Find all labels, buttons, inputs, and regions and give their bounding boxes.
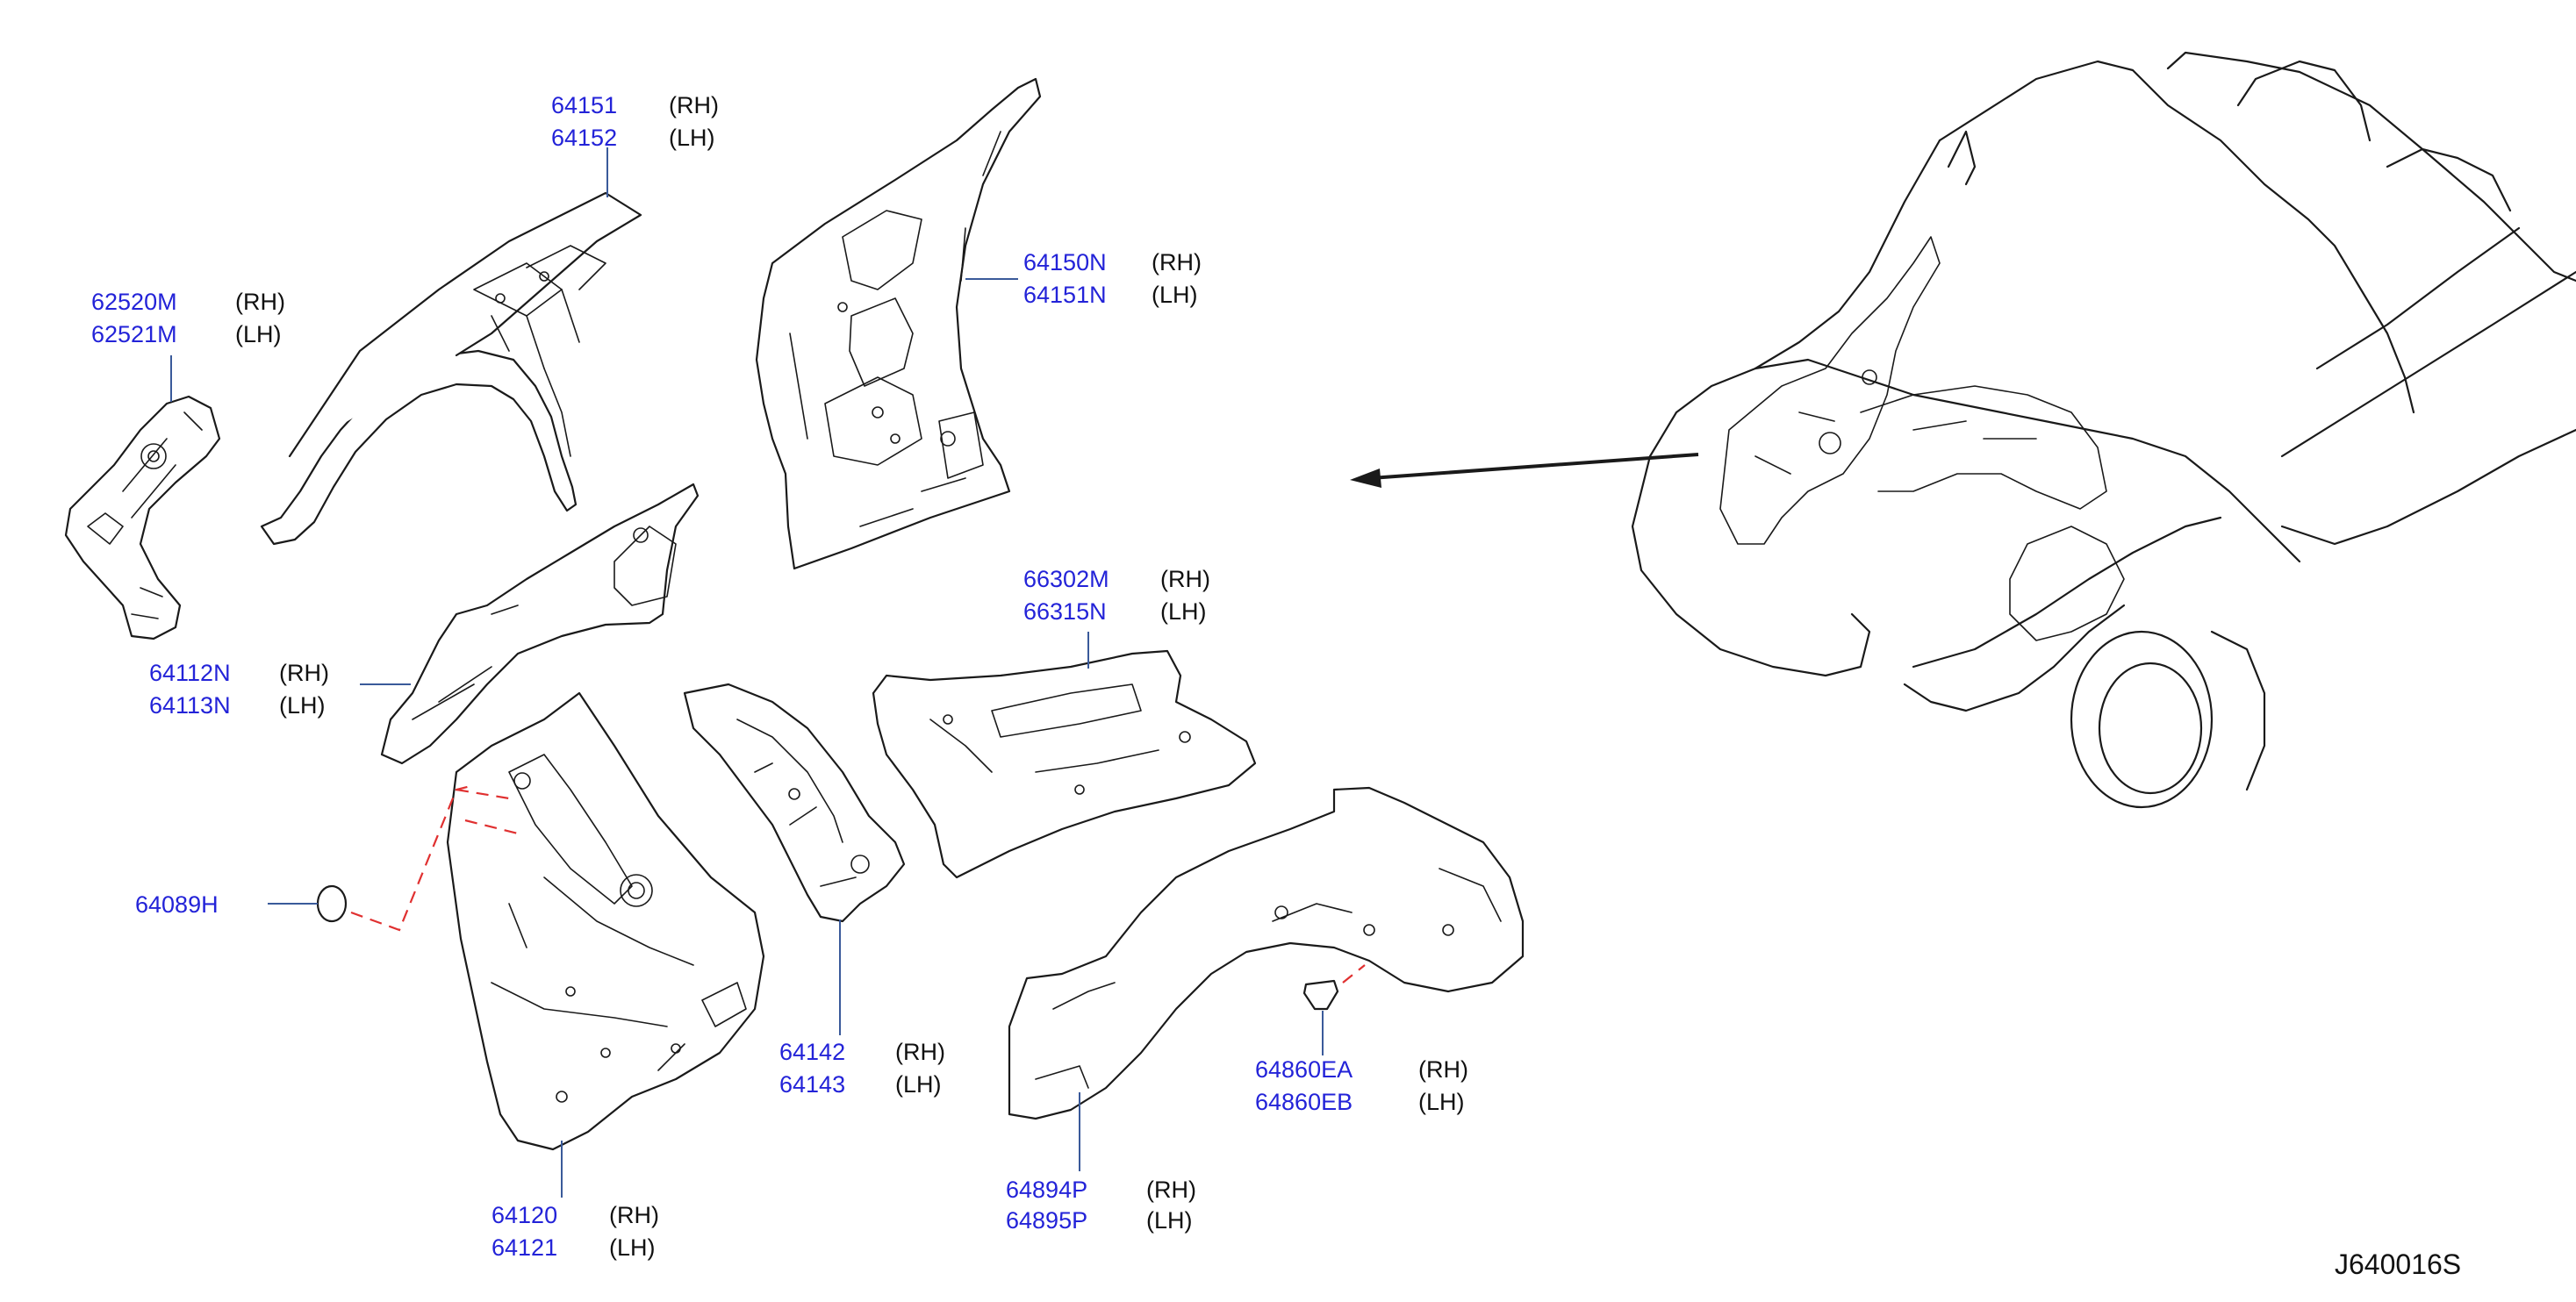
side-label: (RH) <box>1418 1056 1468 1083</box>
part-number[interactable]: 64860EB <box>1255 1089 1353 1115</box>
side-label: (LH) <box>1418 1089 1465 1115</box>
side-label: (RH) <box>235 289 285 315</box>
side-label: (LH) <box>1160 598 1207 625</box>
part-number[interactable]: 66302M <box>1023 566 1109 592</box>
part-number[interactable]: 64121 <box>492 1234 557 1261</box>
callout-66302m: 66302M (RH) 66315N (LH) <box>1023 566 1210 625</box>
part-number[interactable]: 64142 <box>779 1039 845 1065</box>
callout-62520m: 62520M (RH) 62521M (LH) <box>91 289 285 347</box>
part-number[interactable]: 64151 <box>551 92 617 118</box>
part-number[interactable]: 64143 <box>779 1071 845 1098</box>
leader-lines <box>170 147 1324 1198</box>
part-number[interactable]: 64894P <box>1006 1177 1087 1203</box>
side-label: (LH) <box>235 321 282 347</box>
part-number[interactable]: 64895P <box>1006 1207 1087 1234</box>
part-number[interactable]: 64150N <box>1023 249 1107 275</box>
part-number[interactable]: 62520M <box>91 289 177 315</box>
side-label: (LH) <box>279 692 326 719</box>
side-label: (LH) <box>1152 282 1198 308</box>
callout-64894p: 64894P (RH) 64895P (LH) <box>1006 1177 1196 1234</box>
part-64120[interactable] <box>446 691 765 1151</box>
part-number[interactable]: 62521M <box>91 321 177 347</box>
callout-64142: 64142 (RH) 64143 (LH) <box>779 1039 945 1098</box>
side-label: (RH) <box>669 92 719 118</box>
side-label: (RH) <box>1146 1177 1196 1203</box>
callout-64151: 64151 (RH) 64152 (LH) <box>551 92 719 151</box>
side-label: (RH) <box>609 1202 659 1228</box>
part-number[interactable]: 66315N <box>1023 598 1107 625</box>
part-number[interactable]: 64151N <box>1023 282 1107 308</box>
side-label: (RH) <box>1152 249 1202 275</box>
side-label: (LH) <box>1146 1207 1193 1234</box>
part-62520m[interactable] <box>64 395 221 640</box>
part-64151[interactable] <box>260 191 642 546</box>
callout-64120: 64120 (RH) 64121 (LH) <box>492 1202 659 1261</box>
side-label: (LH) <box>669 125 715 151</box>
clip-dash-lines <box>350 783 1366 984</box>
diagram-code: J640016S <box>2335 1248 2461 1280</box>
part-number[interactable]: 64860EA <box>1255 1056 1353 1083</box>
side-label: (LH) <box>895 1071 942 1098</box>
callout-64860ea: 64860EA (RH) 64860EB (LH) <box>1255 1056 1468 1115</box>
part-64860ea[interactable] <box>1302 979 1339 1011</box>
part-64894p[interactable] <box>1008 786 1525 1120</box>
reference-arrow <box>1350 453 1699 488</box>
side-label: (RH) <box>1160 566 1210 592</box>
callout-64089h: 64089H <box>135 891 219 918</box>
part-number[interactable]: 64113N <box>149 692 231 719</box>
side-label: (RH) <box>895 1039 945 1065</box>
part-number[interactable]: 64152 <box>551 125 617 151</box>
part-66302m[interactable] <box>872 649 1257 879</box>
part-64112n[interactable] <box>380 483 700 765</box>
car-overview <box>1631 51 2576 809</box>
part-number[interactable]: 64112N <box>149 660 231 686</box>
part-number[interactable]: 64089H <box>135 891 219 918</box>
part-64150n[interactable] <box>755 77 1042 570</box>
part-number[interactable]: 64120 <box>492 1202 557 1228</box>
part-64089h[interactable] <box>316 884 348 923</box>
callout-64150n: 64150N (RH) 64151N (LH) <box>1023 249 1202 308</box>
side-label: (RH) <box>279 660 329 686</box>
side-label: (LH) <box>609 1234 656 1261</box>
part-64142[interactable] <box>683 683 906 923</box>
callout-64112n: 64112N (RH) 64113N (LH) <box>149 660 329 719</box>
